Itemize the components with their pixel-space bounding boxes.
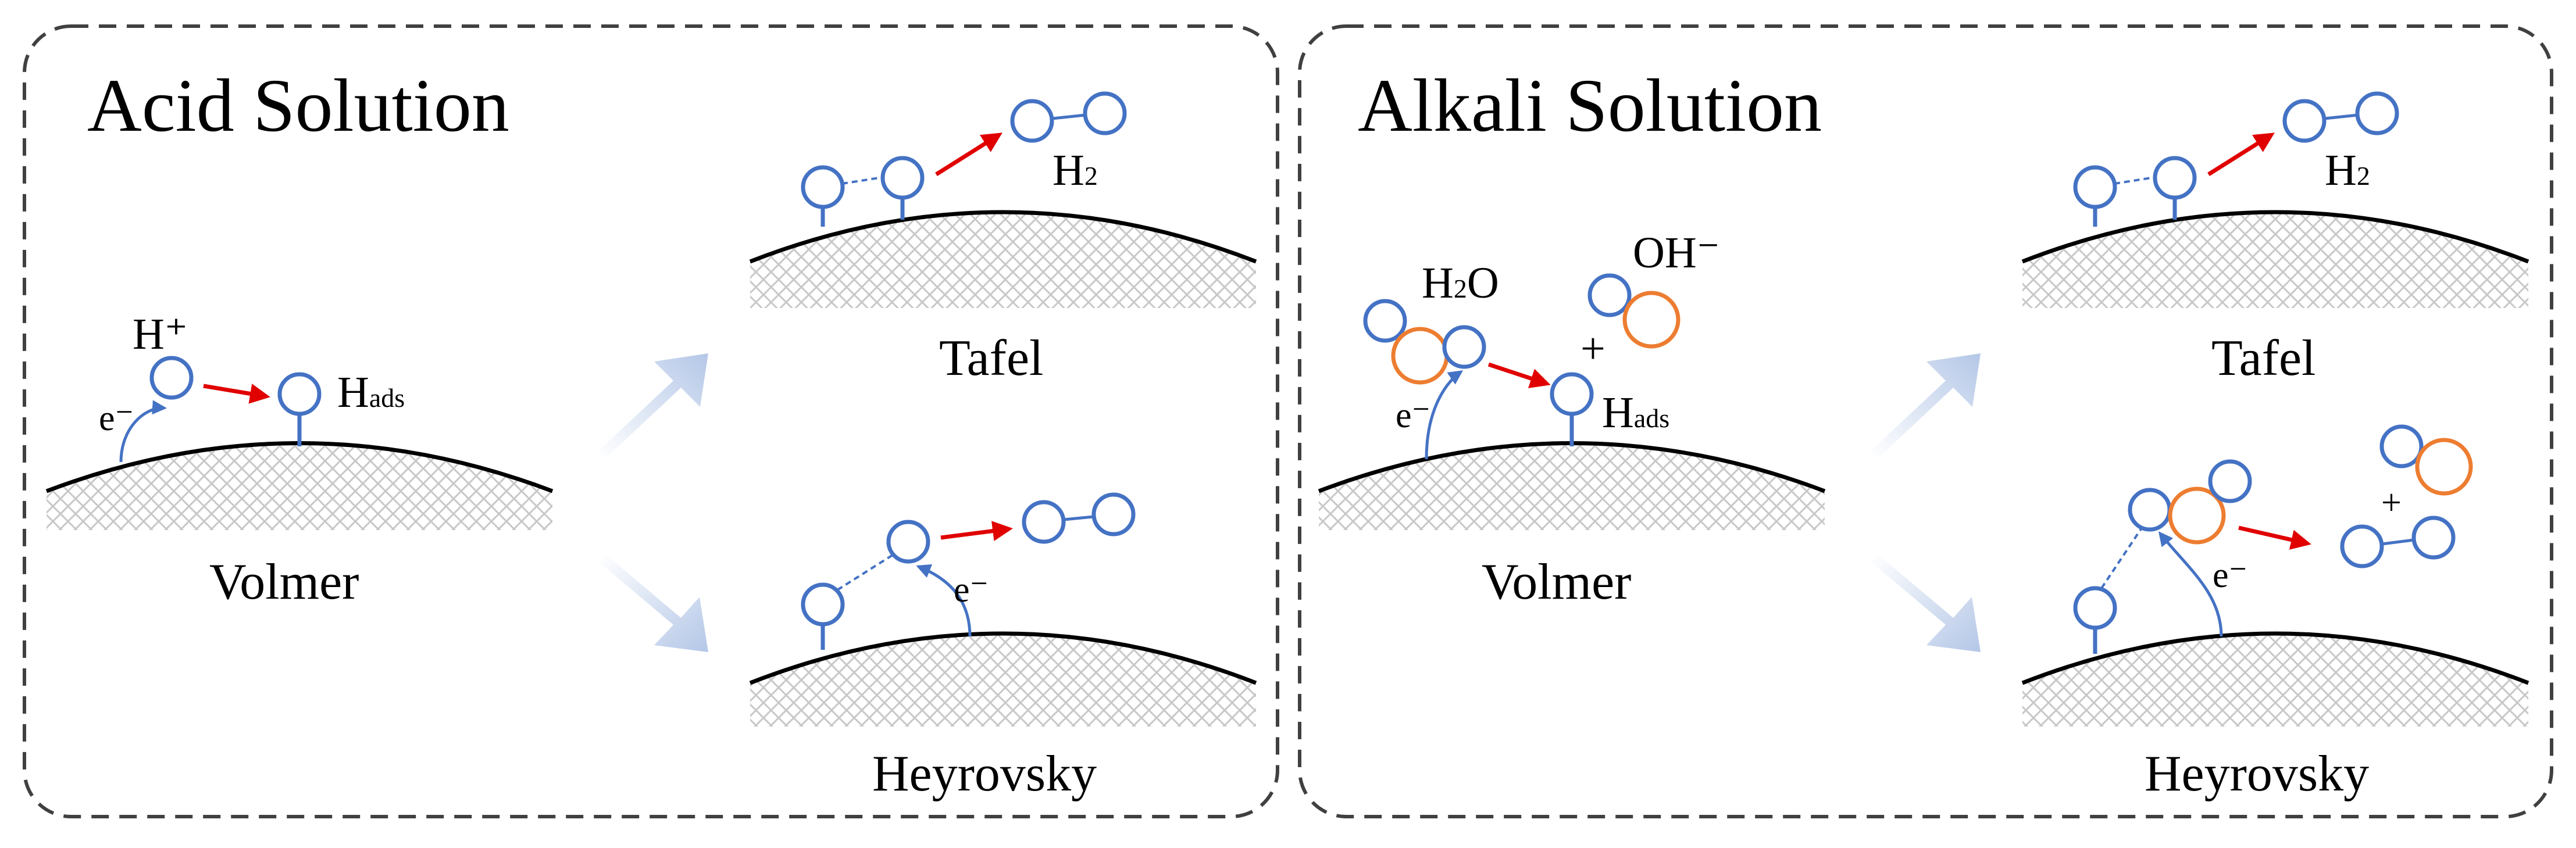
- acid-pathway-arrow-to-tafel: [599, 353, 708, 457]
- acid-heyrovsky-adsorbed-h-atom: [801, 582, 845, 627]
- acid-heyrovsky-h2-atom-1: [1022, 500, 1066, 544]
- alkali-heyrovsky-electrode: [2022, 634, 2528, 727]
- alkali-panel-title: Alkali Solution: [1358, 64, 1822, 148]
- acid-heyrovsky-electron-arrow: [916, 564, 972, 637]
- alkali-heyrovsky-electron-arrow: [2158, 531, 2223, 637]
- proton-atom: [149, 356, 194, 400]
- acid-heyrovsky-reaction-arrow: [940, 521, 1013, 541]
- alkali-tafel-label: Tafel: [2211, 330, 2315, 387]
- alkali-volmer-label: Volmer: [1482, 554, 1631, 610]
- acid-tafel-h2-atom-2: [1083, 91, 1127, 135]
- alkali-volmer-plus: +: [1580, 324, 1605, 373]
- alkali-tafel-h2-bond: [2324, 113, 2358, 120]
- acid-heyrovsky-step: e⁻ Heyrovsky: [749, 492, 1257, 802]
- alkali-adsorbed-h-label: Hads: [1602, 388, 1669, 437]
- alkali-tafel-h-atom-1: [2073, 165, 2117, 209]
- acid-panel-border: [23, 24, 1279, 818]
- hydroxide-oxygen-atom: [1622, 291, 1681, 349]
- alkali-panel: Alkali Solution H2O OH⁻ + e⁻ Hads: [1298, 24, 2553, 818]
- water-h-atom-1: [1363, 299, 1407, 343]
- acid-pathway-arrow-to-heyrovsky: [599, 555, 708, 652]
- alkali-adsorbed-h-atom: [1550, 372, 1594, 416]
- acid-tafel-dashed-interaction: [841, 176, 883, 185]
- alkali-volmer-electrode: [1319, 443, 1825, 530]
- alkali-heyrovsky-water-h-atom-1: [2128, 488, 2172, 532]
- acid-heyrovsky-dashed-interaction: [836, 554, 894, 591]
- acid-heyrovsky-label: Heyrovsky: [872, 746, 1097, 802]
- alkali-tafel-h-atom-2: [2153, 156, 2197, 200]
- acid-heyrovsky-h2-atom-2: [1091, 492, 1136, 536]
- alkali-heyrovsky-hydroxide-oxygen-atom: [2415, 438, 2473, 496]
- hydroxide-h-atom: [1587, 273, 1632, 317]
- alkali-heyrovsky-h2-atom-1: [2340, 524, 2384, 568]
- alkali-heyrovsky-adsorbed-h-atom: [2073, 586, 2117, 630]
- acid-volmer-step: H⁺ e⁻ Hads Volmer: [45, 310, 554, 610]
- alkali-tafel-dashed-interaction: [2114, 176, 2156, 185]
- acid-tafel-surface: [749, 210, 1257, 264]
- acid-adsorbed-h-label: Hads: [337, 368, 405, 417]
- acid-tafel-electrode: [750, 212, 1256, 308]
- acid-tafel-reaction-arrow: [935, 133, 1002, 176]
- hydroxide-label: OH⁻: [1633, 228, 1720, 277]
- alkali-tafel-h2-atom-1: [2282, 99, 2327, 143]
- alkali-heyrovsky-dashed-interaction: [2100, 528, 2142, 589]
- acid-panel: Acid Solution H⁺ e⁻ Hads Volmer: [23, 24, 1279, 818]
- acid-tafel-h-atom-2: [880, 156, 925, 200]
- alkali-heyrovsky-electron-label: e⁻: [2213, 556, 2247, 595]
- acid-panel-title: Acid Solution: [87, 64, 509, 148]
- proton-label: H⁺: [133, 310, 188, 359]
- alkali-heyrovsky-water-h-atom-2: [2208, 459, 2252, 503]
- acid-heyrovsky-surface: [749, 631, 1257, 685]
- water-oxygen-atom: [1391, 327, 1449, 385]
- acid-tafel-h2-label: H2: [1052, 146, 1098, 195]
- alkali-tafel-reaction-arrow: [2207, 133, 2275, 176]
- alkali-heyrovsky-surface: [2021, 631, 2529, 685]
- acid-heyrovsky-h2-bond: [1063, 515, 1094, 521]
- alkali-heyrovsky-water-oxygen-atom: [2168, 486, 2226, 545]
- alkali-volmer-reaction-arrow: [1487, 362, 1551, 388]
- acid-tafel-step: H2 Tafel: [749, 91, 1257, 387]
- acid-heyrovsky-proton-atom: [886, 520, 930, 564]
- acid-volmer-reaction-arrow: [203, 384, 270, 404]
- alkali-pathway-arrow-to-heyrovsky: [1871, 555, 1981, 652]
- alkali-tafel-h2-atom-2: [2355, 91, 2399, 135]
- acid-heyrovsky-electron-label: e⁻: [954, 570, 989, 610]
- alkali-tafel-surface: [2021, 210, 2529, 264]
- alkali-tafel-step: H2 Tafel: [2021, 91, 2529, 387]
- alkali-electron-label: e⁻: [1396, 396, 1430, 435]
- alkali-heyrovsky-reaction-arrow: [2238, 525, 2311, 550]
- acid-tafel-h2-bond: [1051, 113, 1086, 120]
- alkali-pathway-arrow-to-tafel: [1871, 353, 1981, 457]
- alkali-tafel-h2-label: H2: [2325, 146, 2370, 195]
- acid-tafel-label: Tafel: [939, 330, 1043, 387]
- alkali-heyrovsky-label: Heyrovsky: [2145, 746, 2369, 802]
- alkali-heyrovsky-step: e⁻ + Heyrovsky: [2021, 424, 2529, 802]
- acid-electron-label: e⁻: [99, 399, 134, 438]
- alkali-panel-border: [1298, 24, 2553, 818]
- alkali-tafel-electrode: [2022, 212, 2528, 308]
- water-label: H2O: [1422, 259, 1499, 307]
- acid-adsorbed-h-atom: [277, 372, 322, 416]
- acid-tafel-h2-atom-1: [1010, 99, 1054, 143]
- alkali-electron-arrow: [1425, 370, 1464, 460]
- alkali-heyrovsky-h2-atom-2: [2411, 516, 2456, 560]
- acid-volmer-electrode: [47, 443, 552, 530]
- water-h-atom-2: [1442, 325, 1486, 369]
- acid-tafel-h-atom-1: [801, 165, 845, 209]
- acid-electron-arrow: [119, 400, 167, 463]
- alkali-heyrovsky-hydroxide-h-atom: [2379, 424, 2424, 468]
- alkali-volmer-step: H2O OH⁻ + e⁻ Hads Volmer: [1318, 228, 1826, 610]
- alkali-heyrovsky-plus: +: [2381, 483, 2402, 523]
- acid-heyrovsky-electrode: [750, 634, 1256, 727]
- alkali-heyrovsky-h2-bond: [2381, 538, 2414, 546]
- acid-volmer-label: Volmer: [209, 554, 359, 610]
